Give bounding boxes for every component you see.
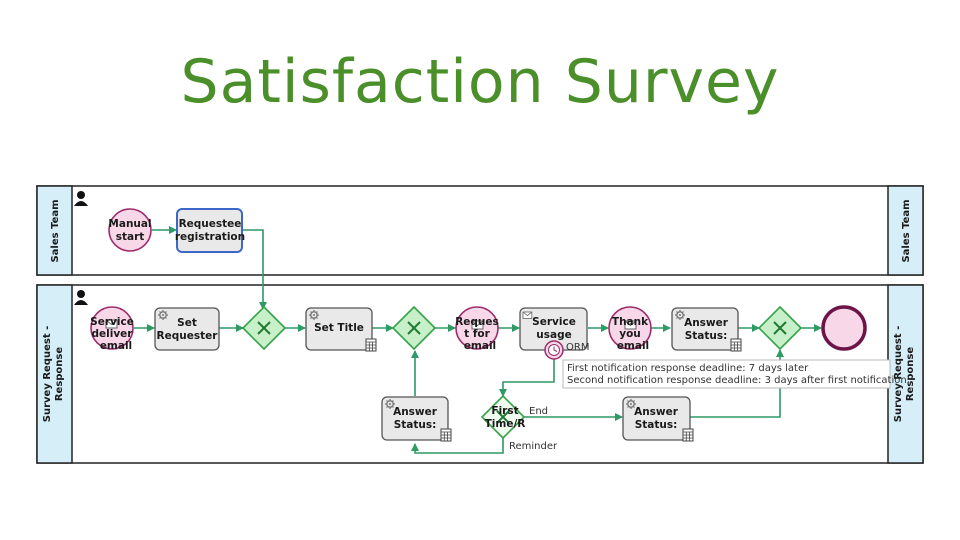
gear-icon [157, 309, 169, 321]
set-title-label: Set Title [314, 322, 364, 334]
answer-status-task-top[interactable]: Answer Status: [671, 307, 742, 352]
lane-label-sales-left: Sales Team [50, 199, 61, 262]
requestee-registration-task[interactable]: Requestee registration [175, 208, 245, 253]
sequence-flows [134, 226, 822, 454]
clock-icon[interactable] [544, 340, 564, 360]
flow-label-reminder: Reminder [509, 441, 558, 452]
flow-label-end: End [529, 406, 548, 417]
thank-you-label-1: Thank [612, 316, 649, 328]
service-usage-task[interactable]: Service usage ORM [519, 307, 589, 360]
answer-status-right-label-2: Status: [635, 419, 678, 431]
request-form-label-2: t for [464, 328, 490, 340]
requestee-registration-label-1: Requestee [179, 218, 242, 230]
service-delivery-label-1: Service [90, 316, 134, 328]
calendar-icon [730, 338, 742, 352]
answer-status-top-label-1: Answer [684, 317, 729, 329]
person-icon [74, 191, 88, 206]
gateway-merge-3[interactable] [757, 305, 803, 351]
answer-status-right-label-1: Answer [634, 406, 679, 418]
thank-you-email-event[interactable]: Thank you email [608, 306, 652, 352]
page-title: Satisfaction Survey [180, 47, 780, 117]
calendar-icon [440, 428, 452, 442]
answer-status-left-label-2: Status: [394, 419, 437, 431]
answer-status-task-right[interactable]: Answer Status: [622, 396, 694, 442]
manual-start-event[interactable]: Manual start [108, 208, 152, 252]
calendar-icon [682, 428, 694, 442]
service-usage-label-1: Service [532, 316, 576, 328]
set-title-task[interactable]: Set Title [305, 307, 377, 352]
service-delivery-label-3: email [100, 340, 132, 352]
person-icon [74, 290, 88, 305]
thank-you-label-2: you [619, 328, 641, 340]
first-time-label-1: First [491, 405, 518, 417]
service-delivery-label-2: deliver [92, 328, 134, 340]
first-time-reminder-gateway[interactable]: First Time/R [480, 394, 526, 440]
first-time-label-2: Time/R [485, 418, 526, 430]
answer-status-top-label-2: Status: [685, 330, 728, 342]
gear-icon [308, 309, 320, 321]
set-requester-label-1: Set [177, 317, 197, 329]
lane-label-sales-right: Sales Team [901, 199, 912, 262]
service-usage-form-fragment: ORM [566, 342, 589, 353]
set-requester-label-2: Requester [157, 330, 219, 342]
tooltip-line-1: First notification response deadline: 7 … [567, 363, 809, 374]
lane-label-survey-right-1: Survey Request - [893, 326, 904, 422]
answer-status-task-left[interactable]: Answer Status: [381, 396, 452, 442]
gateway-merge-2[interactable] [391, 305, 437, 351]
gateway-merge-1[interactable] [241, 305, 287, 351]
request-form-email-event[interactable]: Reques t for email [455, 306, 499, 352]
tooltip-line-2: Second notification response deadline: 3… [567, 375, 907, 386]
timer-tooltip: First notification response deadline: 7 … [562, 359, 907, 389]
lane-label-survey-left-2: Response [54, 347, 65, 402]
manual-start-label-2: start [116, 231, 145, 243]
calendar-icon [365, 338, 377, 352]
set-requester-task[interactable]: Set Requester [154, 307, 220, 351]
lane-label-survey-right-2: Response [905, 347, 916, 402]
envelope-icon [522, 311, 533, 319]
request-form-label-3: email [464, 340, 496, 352]
request-form-label-1: Reques [455, 316, 499, 328]
lane-label-survey-left-1: Survey Request - [42, 326, 53, 422]
thank-you-label-3: email [617, 340, 649, 352]
service-usage-label-2: usage [536, 329, 571, 341]
end-event[interactable] [821, 305, 867, 351]
requestee-registration-label-2: registration [175, 231, 245, 243]
answer-status-left-label-1: Answer [393, 406, 438, 418]
manual-start-label-1: Manual [108, 218, 151, 230]
service-delivery-email-event[interactable]: Service deliver email [90, 306, 134, 352]
lane-sales-team: Sales Team Sales Team [36, 185, 924, 276]
